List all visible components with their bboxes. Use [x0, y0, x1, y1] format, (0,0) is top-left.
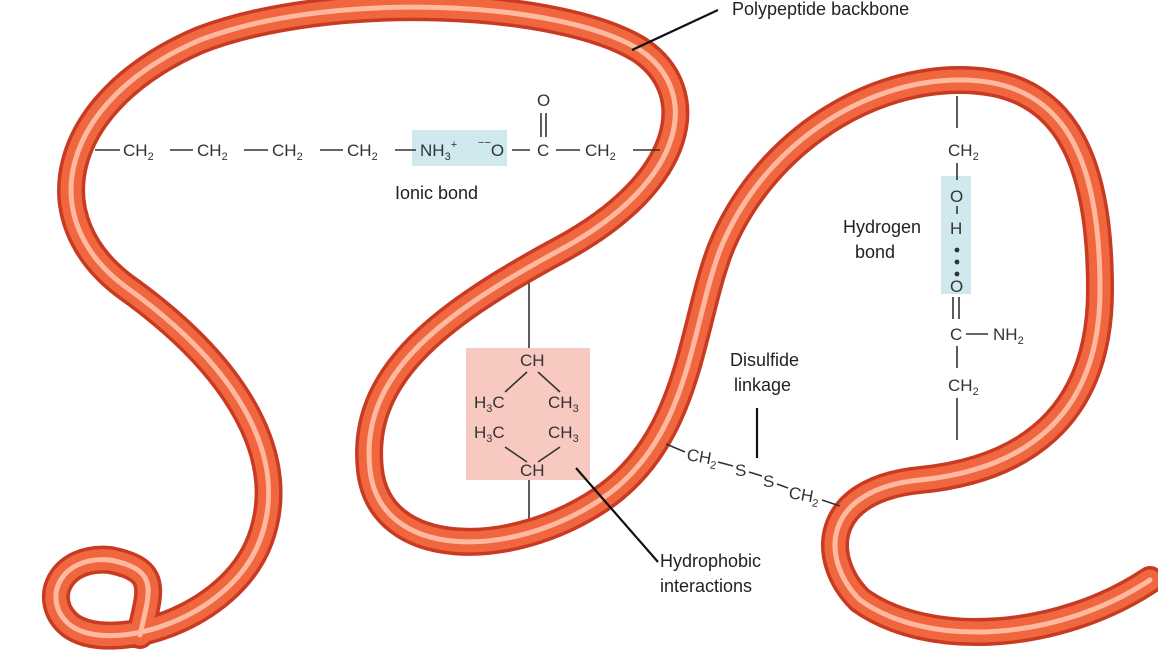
svg-text:CH: CH	[520, 351, 545, 370]
svg-text:CH2: CH2	[948, 376, 979, 398]
svg-text:CH2: CH2	[272, 141, 303, 163]
svg-text:NH2: NH2	[993, 325, 1024, 347]
svg-text:CH2: CH2	[948, 141, 979, 163]
svg-text:CH2: CH2	[347, 141, 378, 163]
hydrophobic-interactions-label-line1: Hydrophobic	[660, 551, 761, 571]
disulfide-linkage-label-line2: linkage	[734, 375, 791, 395]
hbond-dot	[954, 259, 960, 265]
hydrogen-bond-label-line1: Hydrogen	[843, 217, 921, 237]
svg-text:S: S	[735, 461, 746, 480]
svg-text:C: C	[950, 325, 962, 344]
backbone-leader-line	[631, 9, 719, 51]
svg-text:H: H	[950, 219, 962, 238]
ionic-bond-chain: CH2 CH2 CH2 CH2 NH3+ −−O C O CH2	[95, 91, 660, 163]
svg-text:O: O	[537, 91, 550, 110]
hydrogen-bond-label-line2: bond	[855, 242, 895, 262]
svg-text:CH2: CH2	[685, 445, 719, 472]
svg-text:H3C: H3C	[474, 393, 505, 415]
disulfide-linkage-label-line1: Disulfide	[730, 350, 799, 370]
svg-text:O: O	[950, 277, 963, 296]
hbond-dot	[954, 271, 960, 277]
ammonium-group: NH3+	[420, 139, 457, 163]
polypeptide-backbone-rope	[41, 0, 1158, 650]
svg-text:CH2: CH2	[585, 141, 616, 163]
hydrophobic-leader-line	[575, 467, 659, 563]
ionic-bond-label: Ionic bond	[395, 183, 478, 203]
carboxylate-oxygen: −−O	[478, 137, 504, 160]
svg-text:S: S	[763, 472, 774, 491]
svg-text:H3C: H3C	[474, 423, 505, 445]
svg-text:O: O	[950, 187, 963, 206]
svg-text:CH: CH	[520, 461, 545, 480]
svg-text:CH3: CH3	[548, 423, 579, 445]
hydrophobic-interactions-label-line2: interactions	[660, 576, 752, 596]
svg-text:CH2: CH2	[123, 141, 154, 163]
svg-text:CH3: CH3	[548, 393, 579, 415]
hydrophobic-highlight	[466, 348, 590, 480]
svg-text:CH2: CH2	[197, 141, 228, 163]
svg-text:C: C	[537, 141, 549, 160]
hydrogen-bond-chain: CH2 O H O C NH2 CH2	[948, 141, 1024, 398]
hbond-dot	[954, 247, 960, 253]
svg-text:CH2: CH2	[787, 483, 821, 510]
hydrophobic-group: CH H3C CH3 H3C CH3 CH	[474, 351, 579, 480]
disulfide-linkage: CH2 S S CH2	[665, 408, 841, 510]
ionic-highlight	[412, 130, 507, 166]
polypeptide-backbone-label: Polypeptide backbone	[732, 0, 909, 19]
